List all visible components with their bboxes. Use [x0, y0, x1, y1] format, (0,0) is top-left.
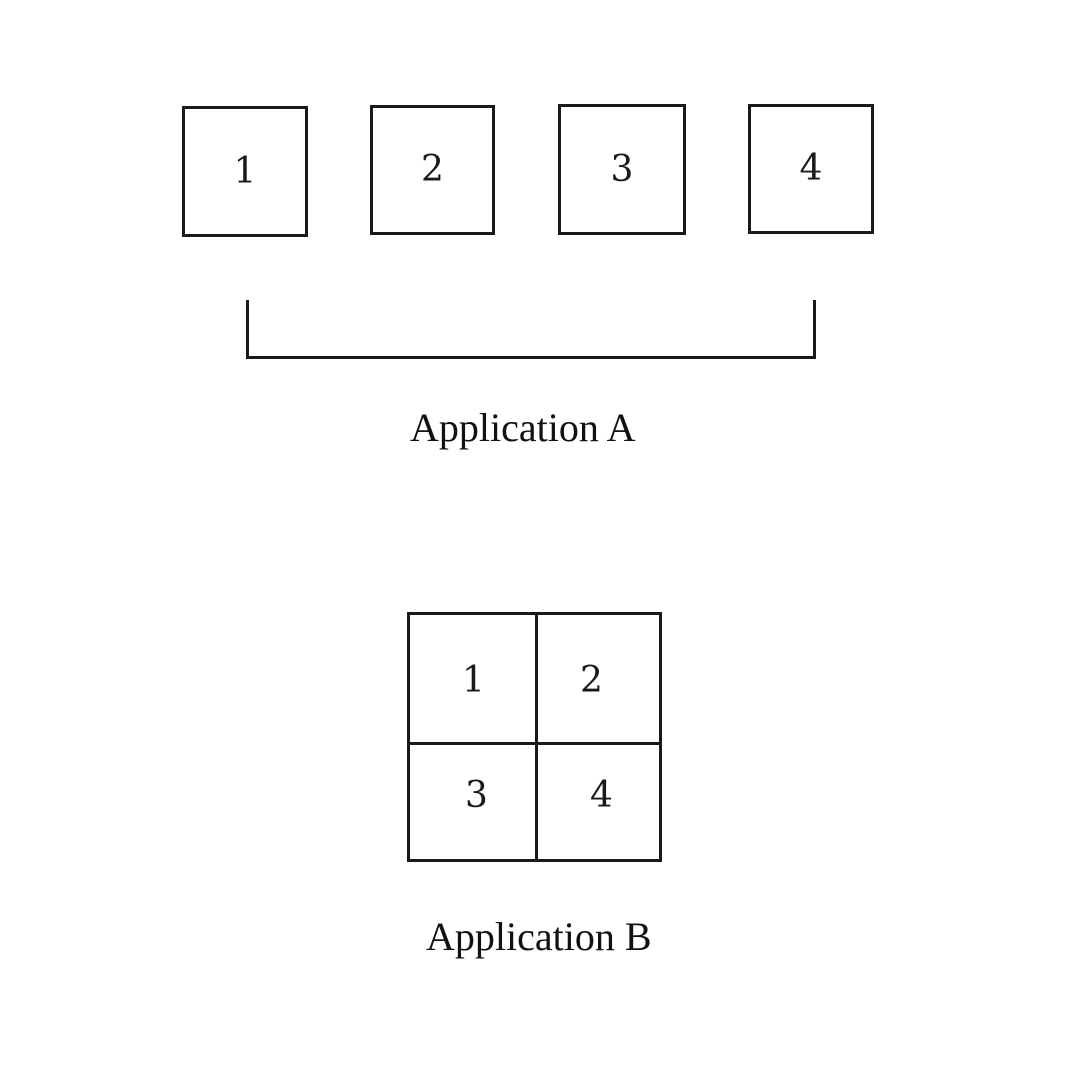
app-a-box-2-label: 2 — [421, 149, 444, 190]
app-b-grid-vertical-divider — [535, 612, 538, 862]
app-a-caption: Application A — [410, 405, 636, 450]
app-a-box-3-label: 3 — [610, 148, 634, 190]
app-a-box-1-label: 1 — [233, 150, 257, 192]
app-a-bracket — [246, 300, 816, 359]
app-a-box-1: 1 — [182, 106, 308, 237]
app-b-cell-1-label: 1 — [462, 660, 485, 701]
app-b-cell-4-label: 4 — [590, 775, 613, 816]
app-b-grid — [407, 612, 662, 862]
app-a-box-4-label: 4 — [799, 148, 823, 189]
app-b-cell-2-label: 2 — [580, 660, 603, 701]
app-b-grid-horizontal-divider — [407, 742, 662, 745]
app-b-caption: Application B — [426, 914, 652, 959]
app-a-box-4: 4 — [748, 104, 874, 234]
app-a-box-2: 2 — [370, 105, 495, 235]
app-a-box-3: 3 — [558, 104, 686, 235]
app-b-cell-3-label: 3 — [465, 775, 488, 816]
